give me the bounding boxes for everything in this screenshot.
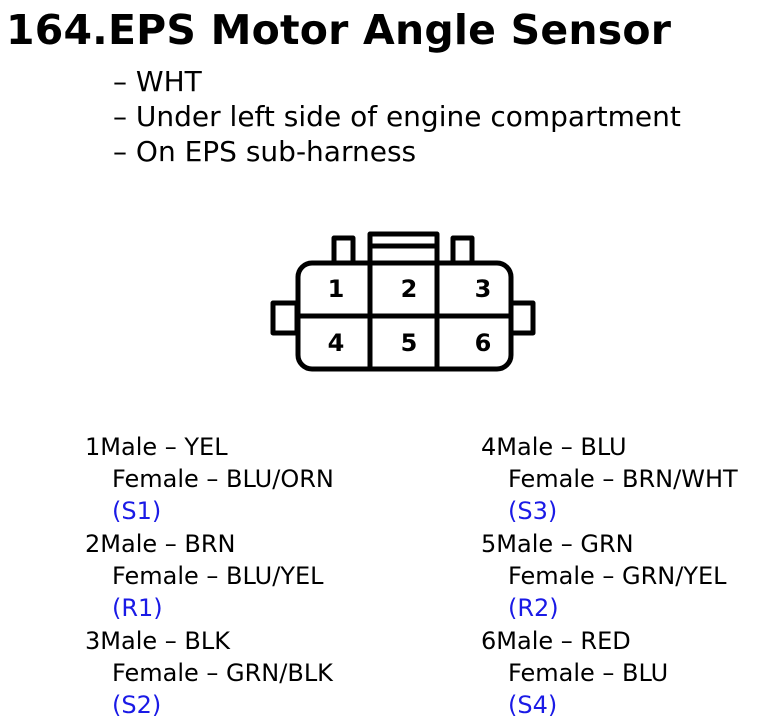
- pin-female: Female – BLU: [508, 659, 669, 687]
- pin-list-left: 1Male – YEL Female – BLU/ORN (S1) 2Male …: [85, 431, 334, 722]
- pin-female: Female – BLU/YEL: [112, 562, 324, 590]
- note-harness: – On EPS sub-harness: [113, 135, 417, 168]
- connector-side-tab-right: [508, 300, 536, 336]
- pin-label-3: 3: [475, 275, 492, 303]
- pin-label-1: 1: [328, 275, 345, 303]
- pin-entry-5: 5Male – GRN Female – GRN/YEL (R2): [481, 528, 738, 624]
- pin-label-4: 4: [328, 329, 345, 357]
- pin-number: 1: [85, 433, 101, 461]
- pin-female: Female – BRN/WHT: [508, 465, 738, 493]
- page-title: 164.EPS Motor Angle Sensor: [6, 6, 672, 54]
- connector-latch-right: [450, 235, 475, 266]
- pin-male: Male – YEL: [100, 433, 228, 461]
- pin-code: (R2): [508, 594, 559, 622]
- pin-female: Female – GRN/BLK: [112, 659, 333, 687]
- pin-male: Male – BLK: [100, 627, 230, 655]
- pin-code: (S4): [508, 691, 558, 719]
- pin-number: 5: [481, 530, 497, 558]
- pin-list-right: 4Male – BLU Female – BRN/WHT (S3) 5Male …: [481, 431, 738, 722]
- note-color: – WHT: [113, 65, 202, 98]
- pin-number: 3: [85, 627, 101, 655]
- pin-number: 4: [481, 433, 497, 461]
- connector-latch-left: [331, 235, 356, 266]
- pin-female: Female – BLU/ORN: [112, 465, 334, 493]
- pin-entry-4: 4Male – BLU Female – BRN/WHT (S3): [481, 431, 738, 527]
- pin-code: (S1): [112, 497, 162, 525]
- pin-label-6: 6: [475, 329, 492, 357]
- pin-male: Male – RED: [496, 627, 631, 655]
- pin-male: Male – BLU: [496, 433, 627, 461]
- pin-male: Male – BRN: [100, 530, 236, 558]
- pin-number: 6: [481, 627, 497, 655]
- pin-label-5: 5: [401, 329, 418, 357]
- pin-female: Female – GRN/YEL: [508, 562, 727, 590]
- pin-entry-3: 3Male – BLK Female – GRN/BLK (S2): [85, 625, 334, 721]
- pin-entry-1: 1Male – YEL Female – BLU/ORN (S1): [85, 431, 334, 527]
- pin-code: (R1): [112, 594, 163, 622]
- pin-number: 2: [85, 530, 101, 558]
- notes-list: – WHT – Under left side of engine compar…: [113, 64, 681, 169]
- pin-code: (S2): [112, 691, 162, 719]
- pin-code: (S3): [508, 497, 558, 525]
- pin-entry-2: 2Male – BRN Female – BLU/YEL (R1): [85, 528, 334, 624]
- note-location: – Under left side of engine compartment: [113, 100, 681, 133]
- pin-entry-6: 6Male – RED Female – BLU (S4): [481, 625, 738, 721]
- connector-side-tab-left: [270, 300, 300, 336]
- pin-label-2: 2: [401, 275, 418, 303]
- pin-male: Male – GRN: [496, 530, 634, 558]
- connector-diagram: 1 2 3 4 5 6: [270, 231, 536, 372]
